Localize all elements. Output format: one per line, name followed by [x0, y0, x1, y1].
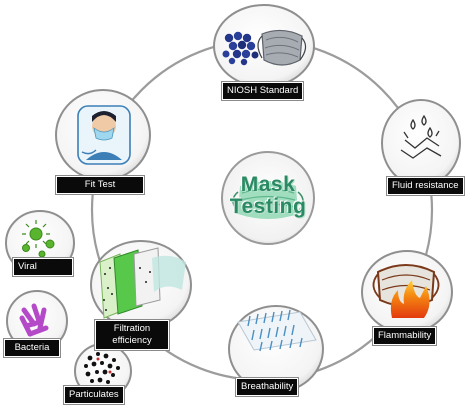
- bacteria-icon: [19, 303, 49, 337]
- fluid-resistance-node: [381, 99, 461, 187]
- virus-icon: [22, 220, 55, 258]
- breathability-label: Breathability: [236, 378, 299, 396]
- viral-label: Viral: [13, 258, 73, 276]
- bacteria-label: Bacteria: [4, 339, 60, 357]
- niosh-node: [213, 4, 315, 88]
- breathability-node: [228, 305, 324, 393]
- particle-cluster-icon: [222, 31, 259, 66]
- filter-layers-icon: [99, 247, 186, 319]
- airflow-fabric-icon: [237, 309, 317, 352]
- center-title: Mask Testing: [228, 174, 308, 218]
- particulates-node: [74, 343, 132, 399]
- burning-mask-icon: [372, 264, 440, 318]
- particulate-dots-icon: [84, 352, 120, 384]
- fit-test-person-icon: [77, 105, 131, 165]
- particulates-label: Particulates: [64, 386, 124, 404]
- flammability-label: Flammability: [373, 327, 437, 345]
- center-mask-icon: [232, 181, 304, 219]
- filtration-node: [90, 240, 192, 330]
- filtration-label: Filtration efficiency: [95, 320, 169, 350]
- niosh-label: NIOSH Standard: [222, 82, 304, 100]
- fit-test-label: Fit Test: [56, 176, 144, 194]
- center-title-line1: Mask: [240, 173, 296, 196]
- respirator-mask-icon: [257, 29, 307, 66]
- water-drop-icon: [400, 114, 442, 159]
- fit-test-node: [55, 89, 151, 181]
- bacteria-node: [6, 290, 68, 352]
- fluid-resistance-label: Fluid resistance: [387, 177, 464, 195]
- center-title-line2: Testing: [229, 195, 307, 218]
- flammability-node: [361, 250, 453, 334]
